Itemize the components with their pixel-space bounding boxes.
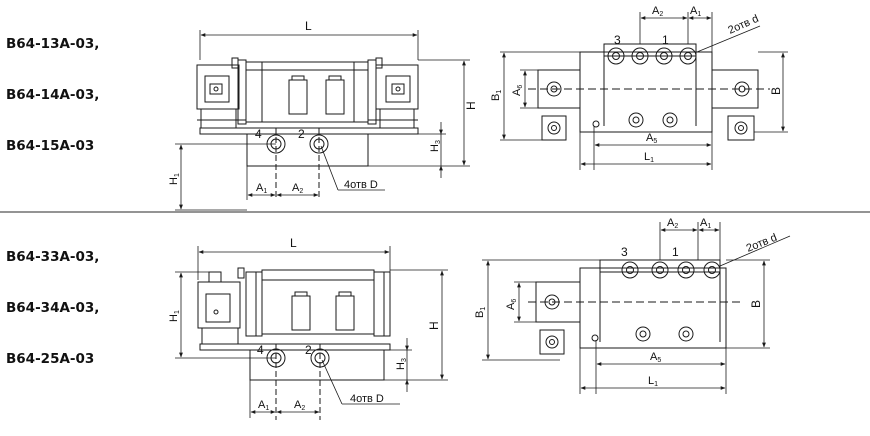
dim-label-A5-bottom: A5: [650, 351, 661, 364]
front-view-bottom: [197, 267, 391, 420]
dim-label-A6: A6: [511, 85, 524, 96]
dim-label-L1: L1: [644, 151, 654, 164]
dim-label-L: L: [305, 19, 312, 33]
dim-label-B: B: [769, 87, 783, 95]
model-list-top: B64-13A-03, B64-14A-03, B64-15A-03: [6, 2, 99, 172]
dim-label-H-bottom: H: [427, 321, 441, 330]
dim-label-A6-bottom: A6: [505, 299, 518, 310]
model-code: B64-15A-03: [6, 138, 95, 154]
dim-label-B1-bottom: B1: [474, 307, 487, 318]
port-label-1-bottom: 1: [672, 245, 679, 259]
port-label-2-bottom: 2: [305, 343, 312, 357]
front-dimensions-bottom: [175, 246, 448, 418]
dim-label-H: H: [464, 101, 478, 110]
plan-view-bottom: [528, 259, 740, 355]
dim-label-A2-plan: A2: [652, 5, 663, 18]
dim-label-A1-plan: A1: [690, 5, 701, 18]
model-code: B64-25A-03: [6, 351, 95, 367]
dim-label-H3-bottom: H3: [395, 358, 408, 370]
dim-label-L1-bottom: L1: [648, 375, 658, 388]
port-label-3-bottom: 3: [621, 245, 628, 259]
dim-label-A5: A5: [646, 132, 657, 145]
dim-label-L-bottom: L: [290, 236, 297, 250]
dim-label-A2-bottom: A2: [294, 399, 305, 412]
callout-holes-d-bottom: 2отв d: [745, 232, 779, 255]
port-label-4: 4: [255, 127, 262, 141]
plan-view-top: [528, 43, 770, 141]
dim-label-A2-plan-bottom: A2: [667, 217, 678, 230]
model-code: B64-34A-03,: [6, 300, 100, 316]
dim-label-A2: A2: [292, 182, 303, 195]
plan-dimensions-bottom: [482, 222, 791, 394]
model-code: B64-33A-03,: [6, 249, 100, 265]
dim-label-H3: H3: [429, 140, 442, 152]
dim-label-A1-plan-bottom: A1: [700, 217, 711, 230]
dim-label-H1-bottom: H1: [168, 310, 181, 322]
model-code: B64-14A-03,: [6, 87, 100, 103]
callout-holes-D-bottom: 4отв D: [350, 393, 384, 405]
port-label-4-bottom: 4: [257, 343, 264, 357]
callout-holes-D: 4отв D: [344, 179, 378, 191]
plan-dimensions-top: [500, 12, 788, 170]
dim-label-A1-bottom: A1: [258, 399, 269, 412]
dim-label-B1: B1: [490, 90, 503, 101]
model-code: B64-13A-03,: [6, 36, 100, 52]
port-label-2: 2: [298, 127, 305, 141]
dim-label-B-bottom: B: [749, 300, 763, 308]
model-list-bottom: B64-33A-03, B64-34A-03, B64-25A-03: [6, 215, 99, 385]
front-view-top: [196, 57, 419, 200]
front-dimensions-top: [175, 30, 470, 211]
port-label-3: 3: [614, 33, 621, 47]
dim-label-A1: A1: [256, 182, 267, 195]
dim-label-H1: H1: [168, 173, 181, 185]
port-label-1: 1: [662, 33, 669, 47]
